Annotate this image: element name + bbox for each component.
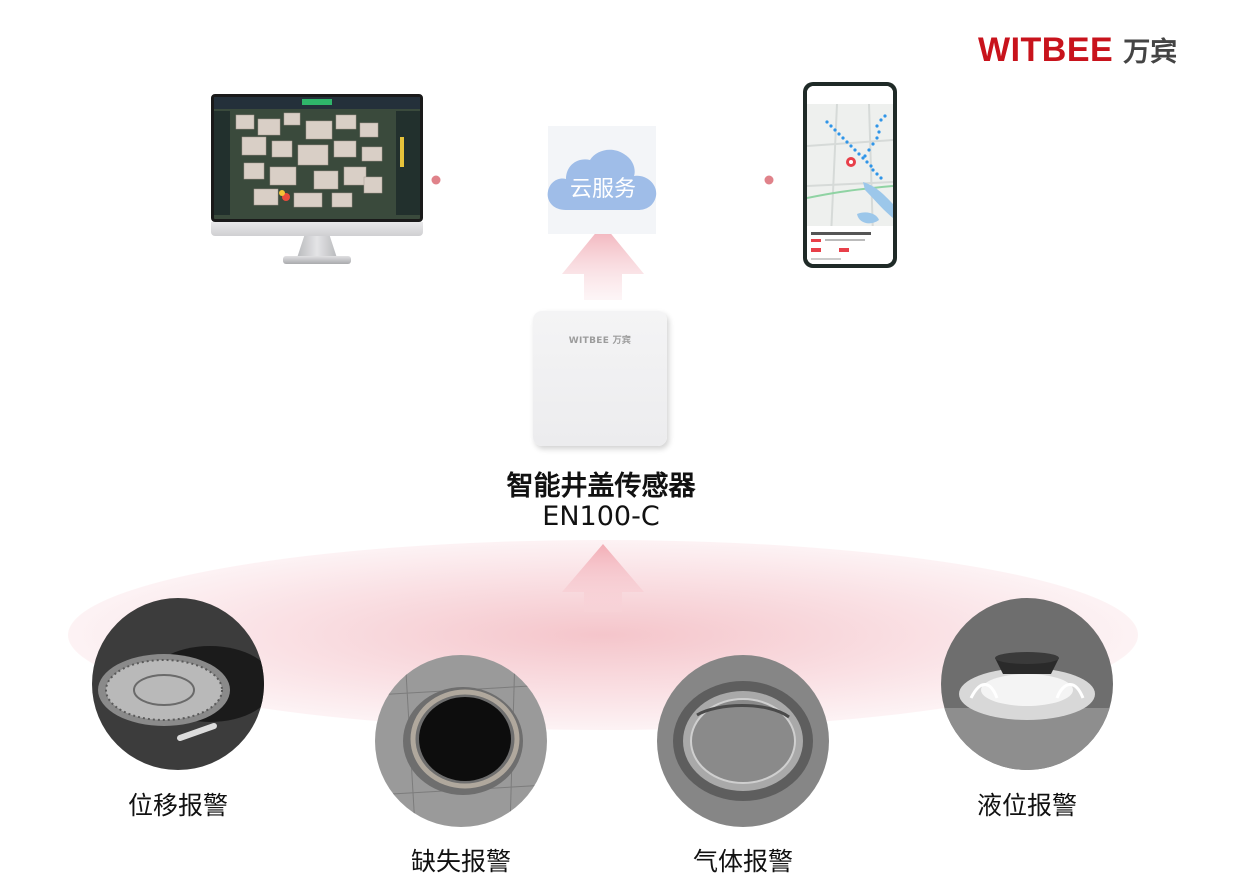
displacement-alarm-photo: [92, 598, 264, 770]
liquid-level-alarm-label: 液位报警: [976, 791, 1077, 820]
brand-logo: WITBEE 万宾: [978, 30, 1177, 70]
manhole-gas-illustration: [657, 655, 829, 827]
smartphone-icon: [803, 82, 897, 268]
gas-alarm-photo: [657, 655, 829, 827]
connector-cloud-phone: [690, 175, 774, 185]
brand-logo-latin: WITBEE: [978, 31, 1114, 69]
monitor-base: [283, 256, 351, 264]
manhole-overflow-illustration: [941, 598, 1113, 770]
sensor-model: EN100-C: [542, 501, 660, 532]
missing-alarm-label: 缺失报警: [410, 847, 511, 876]
sensor-name: 智能井盖传感器: [506, 471, 696, 502]
monitor-stand: [297, 236, 337, 258]
dashboard-screen: [211, 94, 423, 222]
missing-alarm-photo: [375, 655, 547, 827]
sensor-device-icon: [533, 311, 667, 446]
sensor-device-marking: WITBEE 万宾: [568, 336, 632, 346]
monitor-chin: [211, 222, 423, 236]
liquid-level-alarm-photo: [941, 598, 1113, 770]
phone-map-screen: [807, 86, 893, 264]
arrow-up-to-sensor-icon: [562, 544, 644, 612]
gas-alarm-label: 气体报警: [692, 847, 793, 876]
connector-monitor-cloud: [431, 175, 522, 185]
city-3d-map-illustration: [214, 97, 420, 219]
cloud-service-label: 云服务: [569, 177, 636, 202]
manhole-cover-displaced-illustration: [92, 598, 264, 770]
phone-map-illustration: [807, 86, 893, 264]
monitor-icon: [211, 94, 423, 270]
displacement-alarm-label: 位移报警: [127, 791, 228, 820]
brand-logo-chinese: 万宾: [1123, 37, 1178, 68]
arrow-up-to-cloud-icon: [562, 224, 644, 300]
cloud-icon: [547, 149, 657, 210]
manhole-missing-illustration: [375, 655, 547, 827]
